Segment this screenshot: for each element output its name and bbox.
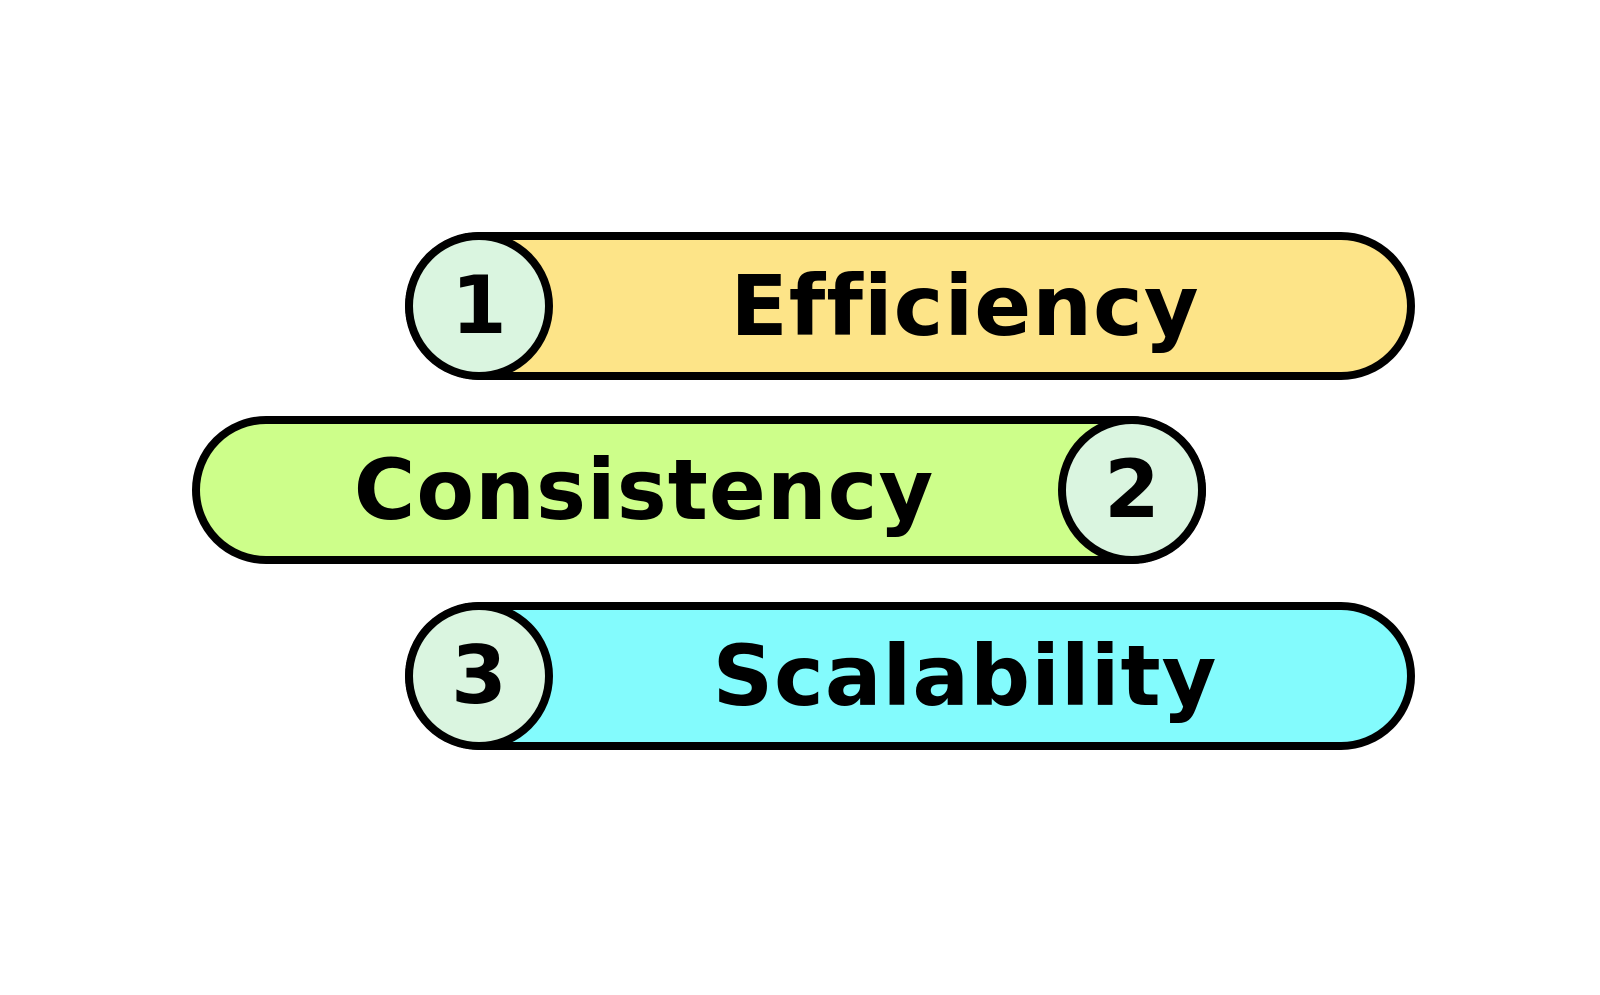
step-3-bar: Scalability [405,602,1415,750]
step-2-number-badge: 2 [1058,416,1206,564]
step-2-bar: Consistency [192,416,1206,564]
step-2-label: Consistency [353,441,935,539]
step-1-bar: Efficiency [405,232,1415,380]
step-1-label: Efficiency [730,257,1200,355]
step-3-label: Scalability [712,627,1218,725]
step-3-number-badge: 3 [405,602,553,750]
step-1-number-badge: 1 [405,232,553,380]
